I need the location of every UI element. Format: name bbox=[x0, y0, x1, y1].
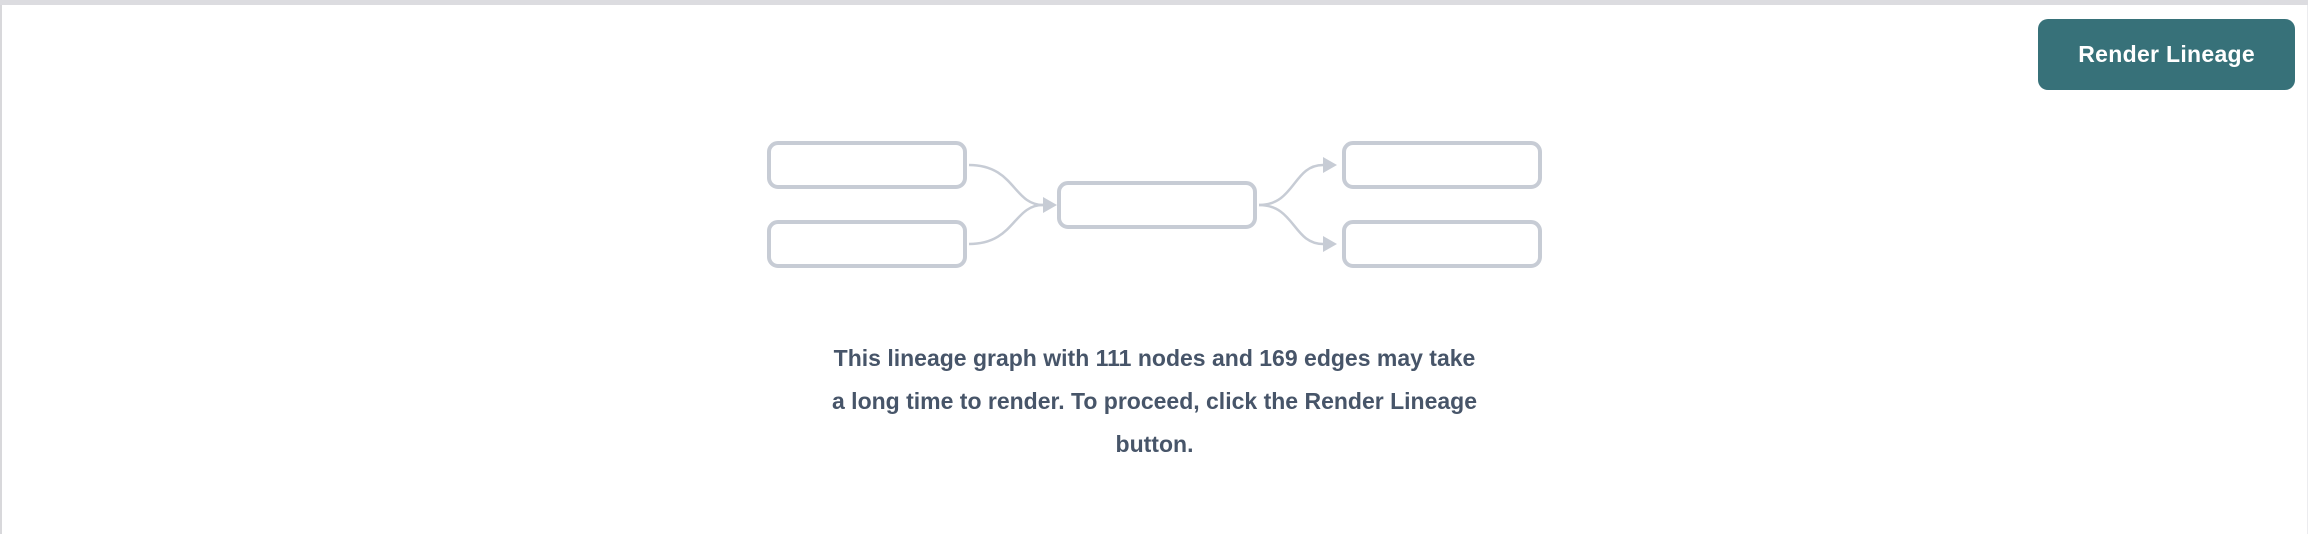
lineage-graph-placeholder-icon bbox=[766, 141, 1542, 268]
graph-node bbox=[1341, 141, 1542, 189]
arrowhead-icon bbox=[1322, 157, 1337, 173]
arrowhead-icon bbox=[1042, 197, 1057, 213]
graph-node bbox=[1341, 220, 1542, 268]
top-divider bbox=[0, 0, 2308, 5]
graph-node bbox=[766, 141, 967, 189]
graph-edge bbox=[968, 163, 1043, 207]
render-lineage-button[interactable]: Render Lineage bbox=[2038, 19, 2295, 90]
graph-node bbox=[766, 220, 967, 268]
lineage-panel: Render Lineage This lineage graph with 1… bbox=[0, 5, 2308, 534]
message-line-1: This lineage graph with 111 nodes and 16… bbox=[833, 345, 1476, 371]
graph-edge bbox=[968, 203, 1043, 246]
message-line-3: button. bbox=[1115, 431, 1194, 457]
arrowhead-icon bbox=[1322, 236, 1337, 252]
graph-edge bbox=[1258, 203, 1323, 246]
lineage-warning-message: This lineage graph with 111 nodes and 16… bbox=[765, 337, 1545, 466]
message-line-2: a long time to render. To proceed, click… bbox=[832, 388, 1477, 414]
graph-edge bbox=[1258, 163, 1323, 207]
graph-node bbox=[1056, 181, 1257, 229]
lineage-placeholder: This lineage graph with 111 nodes and 16… bbox=[765, 5, 1545, 466]
